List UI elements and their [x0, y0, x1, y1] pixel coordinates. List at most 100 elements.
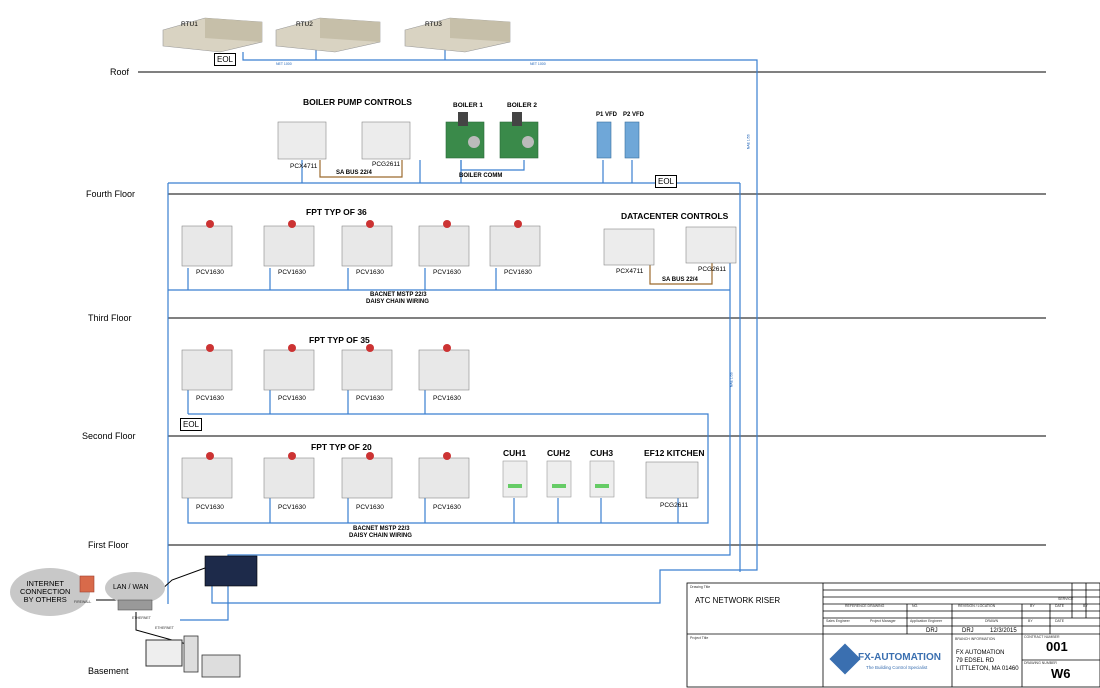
- sa-bus-boiler: [319, 160, 403, 178]
- drawing-number: W6: [1051, 666, 1071, 681]
- dc-pcg2611-controller: [685, 226, 737, 264]
- tb-role: Application Engineer: [910, 619, 943, 623]
- checked-by: DRJ: [962, 628, 974, 634]
- computer-tower: [183, 635, 199, 673]
- firewall-icon: [79, 575, 95, 593]
- cloud-line-1: INTERNET: [26, 579, 64, 588]
- network-switch: [117, 599, 153, 611]
- internet-cloud: [10, 568, 90, 616]
- boiler1-label: BOILER 1: [453, 102, 483, 109]
- datacenter-header: DATACENTER CONTROLS: [621, 211, 729, 221]
- rtu1-unit: [162, 17, 263, 53]
- fpt-second-header: FPT TYP OF 20: [311, 442, 372, 452]
- cuh2-label: CUH2: [547, 448, 571, 458]
- eol-fourth: EOL: [655, 175, 678, 188]
- rtu2-unit: [275, 17, 381, 53]
- wire-label-net: NET 1000: [530, 62, 546, 66]
- ethernet-label: ETHERNET: [132, 616, 151, 620]
- p2-vfd-label: P2 VFD: [623, 112, 645, 118]
- tb-misc: BRANCH INFORMATION: [955, 637, 995, 641]
- tb-role: DATE: [1055, 619, 1065, 623]
- fpt-third-header: FPT TYP OF 35: [309, 335, 370, 345]
- tb-header: DATE: [1055, 604, 1065, 608]
- tb-role: DRAWN: [985, 619, 999, 623]
- rtu3-label: RTU3: [425, 21, 442, 28]
- vav-label: PCV1630: [196, 395, 224, 402]
- drawn-by: DRJ: [926, 628, 938, 634]
- rtu1-label: RTU1: [181, 21, 198, 28]
- vav-label: PCV1630: [433, 504, 461, 511]
- floor-label-basement: Basement: [88, 666, 129, 676]
- vav-label: PCV1630: [433, 395, 461, 402]
- cuh3-thermostat: [589, 460, 615, 498]
- boiler2-label: BOILER 2: [507, 102, 537, 109]
- pcx4711-controller: [277, 121, 327, 160]
- bacnet-note-line2: DAISY CHAIN WIRING: [349, 533, 412, 539]
- cuh3-label: CUH3: [590, 448, 614, 458]
- p1-vfd-label: P1 VFD: [596, 112, 618, 118]
- sa-bus-label-dc: SA BUS 22/4: [662, 277, 698, 283]
- dc-pcx4711-controller: [603, 228, 655, 266]
- tb-role: BY: [1028, 619, 1033, 623]
- tb-misc: CONTRACT NUMBER: [1024, 635, 1060, 639]
- dc-pcg2611-label: PCG2611: [698, 266, 727, 273]
- ef12-ctrl-label: PCG2611: [660, 502, 689, 509]
- pcg2611-label: PCG2611: [372, 161, 401, 168]
- floor-label-fourth: Fourth Floor: [86, 189, 136, 199]
- boiler2-unit: [499, 112, 539, 159]
- address-line-1: 79 EDSEL RD: [956, 658, 995, 664]
- boiler-comm-wire: [460, 160, 525, 171]
- bacnet-note-line2: DAISY CHAIN WIRING: [366, 299, 429, 305]
- vav-label: PCV1630: [504, 269, 532, 276]
- tb-header: BY: [1083, 604, 1088, 608]
- tb-header: REVISION / LOCATION: [958, 604, 996, 608]
- fx-logo-diamond: [829, 643, 861, 675]
- p2-vfd: [624, 121, 640, 159]
- wire-label-net: NET 1000: [276, 62, 292, 66]
- company-logo: FX-AUTOMATION: [858, 652, 941, 663]
- eol-second: EOL: [180, 418, 203, 431]
- cuh2-thermostat: [546, 460, 572, 498]
- tb-misc: SERVICE: [1058, 597, 1074, 601]
- cuh1-thermostat: [502, 460, 528, 498]
- sa-bus-label-boiler: SA BUS 22/4: [336, 170, 372, 176]
- project-title-caption: Project Title: [690, 636, 709, 640]
- lan-label: LAN / WAN: [113, 584, 149, 591]
- bacnet-note-line1: BACNET MSTP 22/3: [370, 292, 427, 298]
- eol-roof: EOL: [214, 53, 237, 66]
- computer-monitor: [145, 639, 183, 667]
- contract-number: 001: [1046, 639, 1068, 654]
- drawing-date: 12/3/2015: [990, 628, 1017, 634]
- tb-header: NO.: [912, 604, 919, 608]
- company-name: FX AUTOMATION: [956, 650, 1005, 656]
- pcg2611-controller: [361, 121, 411, 160]
- address-line-2: LITTLETON, MA 01460: [956, 666, 1019, 672]
- floor-label-roof: Roof: [110, 67, 130, 77]
- tb-header: REFERENCE DRAWING: [845, 604, 885, 608]
- tb-role: Project Manager: [870, 619, 896, 623]
- vav-label: PCV1630: [278, 395, 306, 402]
- title-block-grid: [686, 582, 1100, 688]
- wire-label-vert: NAE 1/56: [729, 372, 734, 388]
- vav-label: PCV1630: [278, 269, 306, 276]
- vav-label: PCV1630: [356, 504, 384, 511]
- floor-label-third: Third Floor: [88, 313, 132, 323]
- drawing-title-caption: Drawing Title: [690, 585, 711, 589]
- ef12-label: EF12 KITCHEN: [644, 448, 705, 458]
- fpt-fourth-header: FPT TYP OF 36: [306, 207, 367, 217]
- cuh1-label: CUH1: [503, 448, 527, 458]
- printer: [201, 654, 241, 678]
- tb-role: Sales Engineer: [826, 619, 850, 623]
- rtu2-label: RTU2: [296, 21, 313, 28]
- rtu3-unit: [404, 17, 511, 53]
- company-tagline: The Building Control Specialist: [866, 665, 928, 670]
- floor-label-second: Second Floor: [82, 431, 136, 441]
- tb-misc: DRAWING NUMBER: [1024, 661, 1057, 665]
- ethernet-label: ETHERNET: [155, 626, 174, 630]
- boiler-comm-label: BOILER COMM: [459, 173, 503, 179]
- vav-label: PCV1630: [356, 395, 384, 402]
- internet-cloud-label: INTERNET CONNECTION BY OTHERS: [20, 580, 70, 604]
- boiler1-unit: [445, 112, 485, 159]
